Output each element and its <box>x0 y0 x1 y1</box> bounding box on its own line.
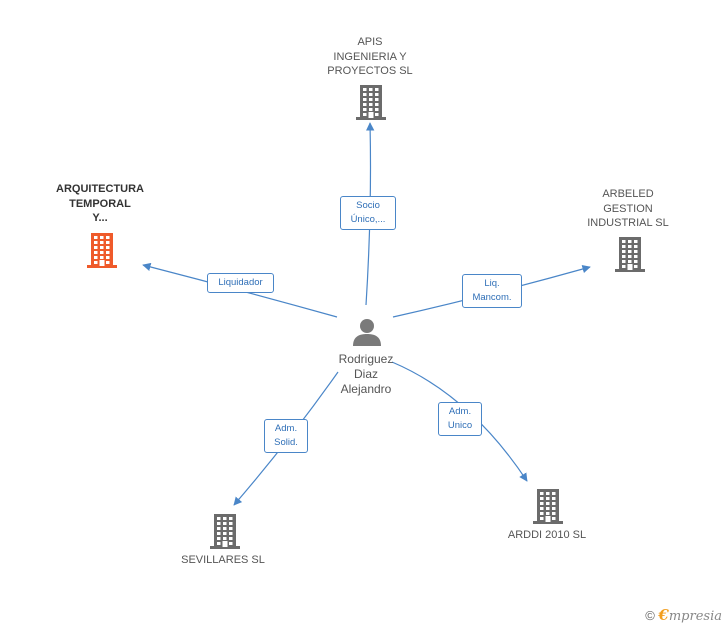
arquitectura-label-line-3: Y... <box>92 212 108 224</box>
building-icon-highlighted[interactable] <box>86 232 118 268</box>
node-label-arddi[interactable]: ARDDI 2010 SL <box>487 528 607 543</box>
edge-label-socio-unico[interactable]: Socio Único,... <box>340 196 396 230</box>
center-person-label[interactable]: Rodriguez Diaz Alejandro <box>318 352 414 397</box>
node-label-arquitectura[interactable]: ARQUITECTURA TEMPORAL Y... <box>40 182 160 226</box>
edge-label-line: Adm. <box>274 423 298 434</box>
edge-label-liquidador[interactable]: Liquidador <box>207 273 274 293</box>
empresia-watermark: © €mpresia <box>645 606 722 624</box>
node-label-sevillares[interactable]: SEVILLARES SL <box>163 553 283 568</box>
sevillares-label-line-1: SEVILLARES SL <box>181 554 265 566</box>
node-label-apis[interactable]: APIS INGENIERIA Y PROYECTOS SL <box>310 35 430 79</box>
edge-label-adm-unico[interactable]: Adm. Unico <box>438 402 482 436</box>
brand-name: €mpresia <box>658 606 722 624</box>
edge-label-line: Unico <box>447 420 473 431</box>
edge-label-line: Solid. <box>274 437 298 448</box>
edge-label-line: Liquidador <box>218 277 263 288</box>
building-icon[interactable] <box>533 488 563 524</box>
edge-label-line: Único,... <box>350 214 386 225</box>
center-label-line-1: Rodriguez <box>338 352 394 366</box>
arbeled-label-line-1: ARBELED <box>602 188 654 200</box>
edges-layer <box>142 122 591 506</box>
person-icon[interactable] <box>352 317 382 347</box>
arbeled-label-line-2: GESTION <box>603 202 653 215</box>
apis-label-line-1: APIS <box>357 36 383 48</box>
building-icon[interactable] <box>210 513 240 549</box>
edge-label-line: Liq. <box>484 278 500 289</box>
edge-label-line: Socio <box>356 200 380 211</box>
brand-rest: mpresia <box>668 609 722 624</box>
edge-label-liq-mancom[interactable]: Liq. Mancom. <box>462 274 522 308</box>
center-label-line-3: Alejandro <box>340 382 392 396</box>
brand-initial: € <box>658 606 669 624</box>
arbeled-label-line-3: INDUSTRIAL SL <box>587 217 669 229</box>
center-label-line-2: Diaz <box>353 367 378 381</box>
building-icon[interactable] <box>356 84 386 120</box>
apis-label-line-2: INGENIERIA Y <box>333 50 407 63</box>
edge-label-line: Mancom. <box>472 292 512 303</box>
copyright-symbol: © <box>645 608 655 623</box>
arquitectura-label-line-1: ARQUITECTURA <box>56 183 144 195</box>
apis-label-line-3: PROYECTOS SL <box>327 65 413 77</box>
node-label-arbeled[interactable]: ARBELED GESTION INDUSTRIAL SL <box>568 187 688 231</box>
edge-label-line: Adm. <box>448 406 472 417</box>
arquitectura-label-line-2: TEMPORAL <box>69 197 131 210</box>
building-icon[interactable] <box>615 236 645 272</box>
arddi-label-line-1: ARDDI 2010 SL <box>507 529 587 541</box>
edge-label-adm-solid[interactable]: Adm. Solid. <box>264 419 308 453</box>
